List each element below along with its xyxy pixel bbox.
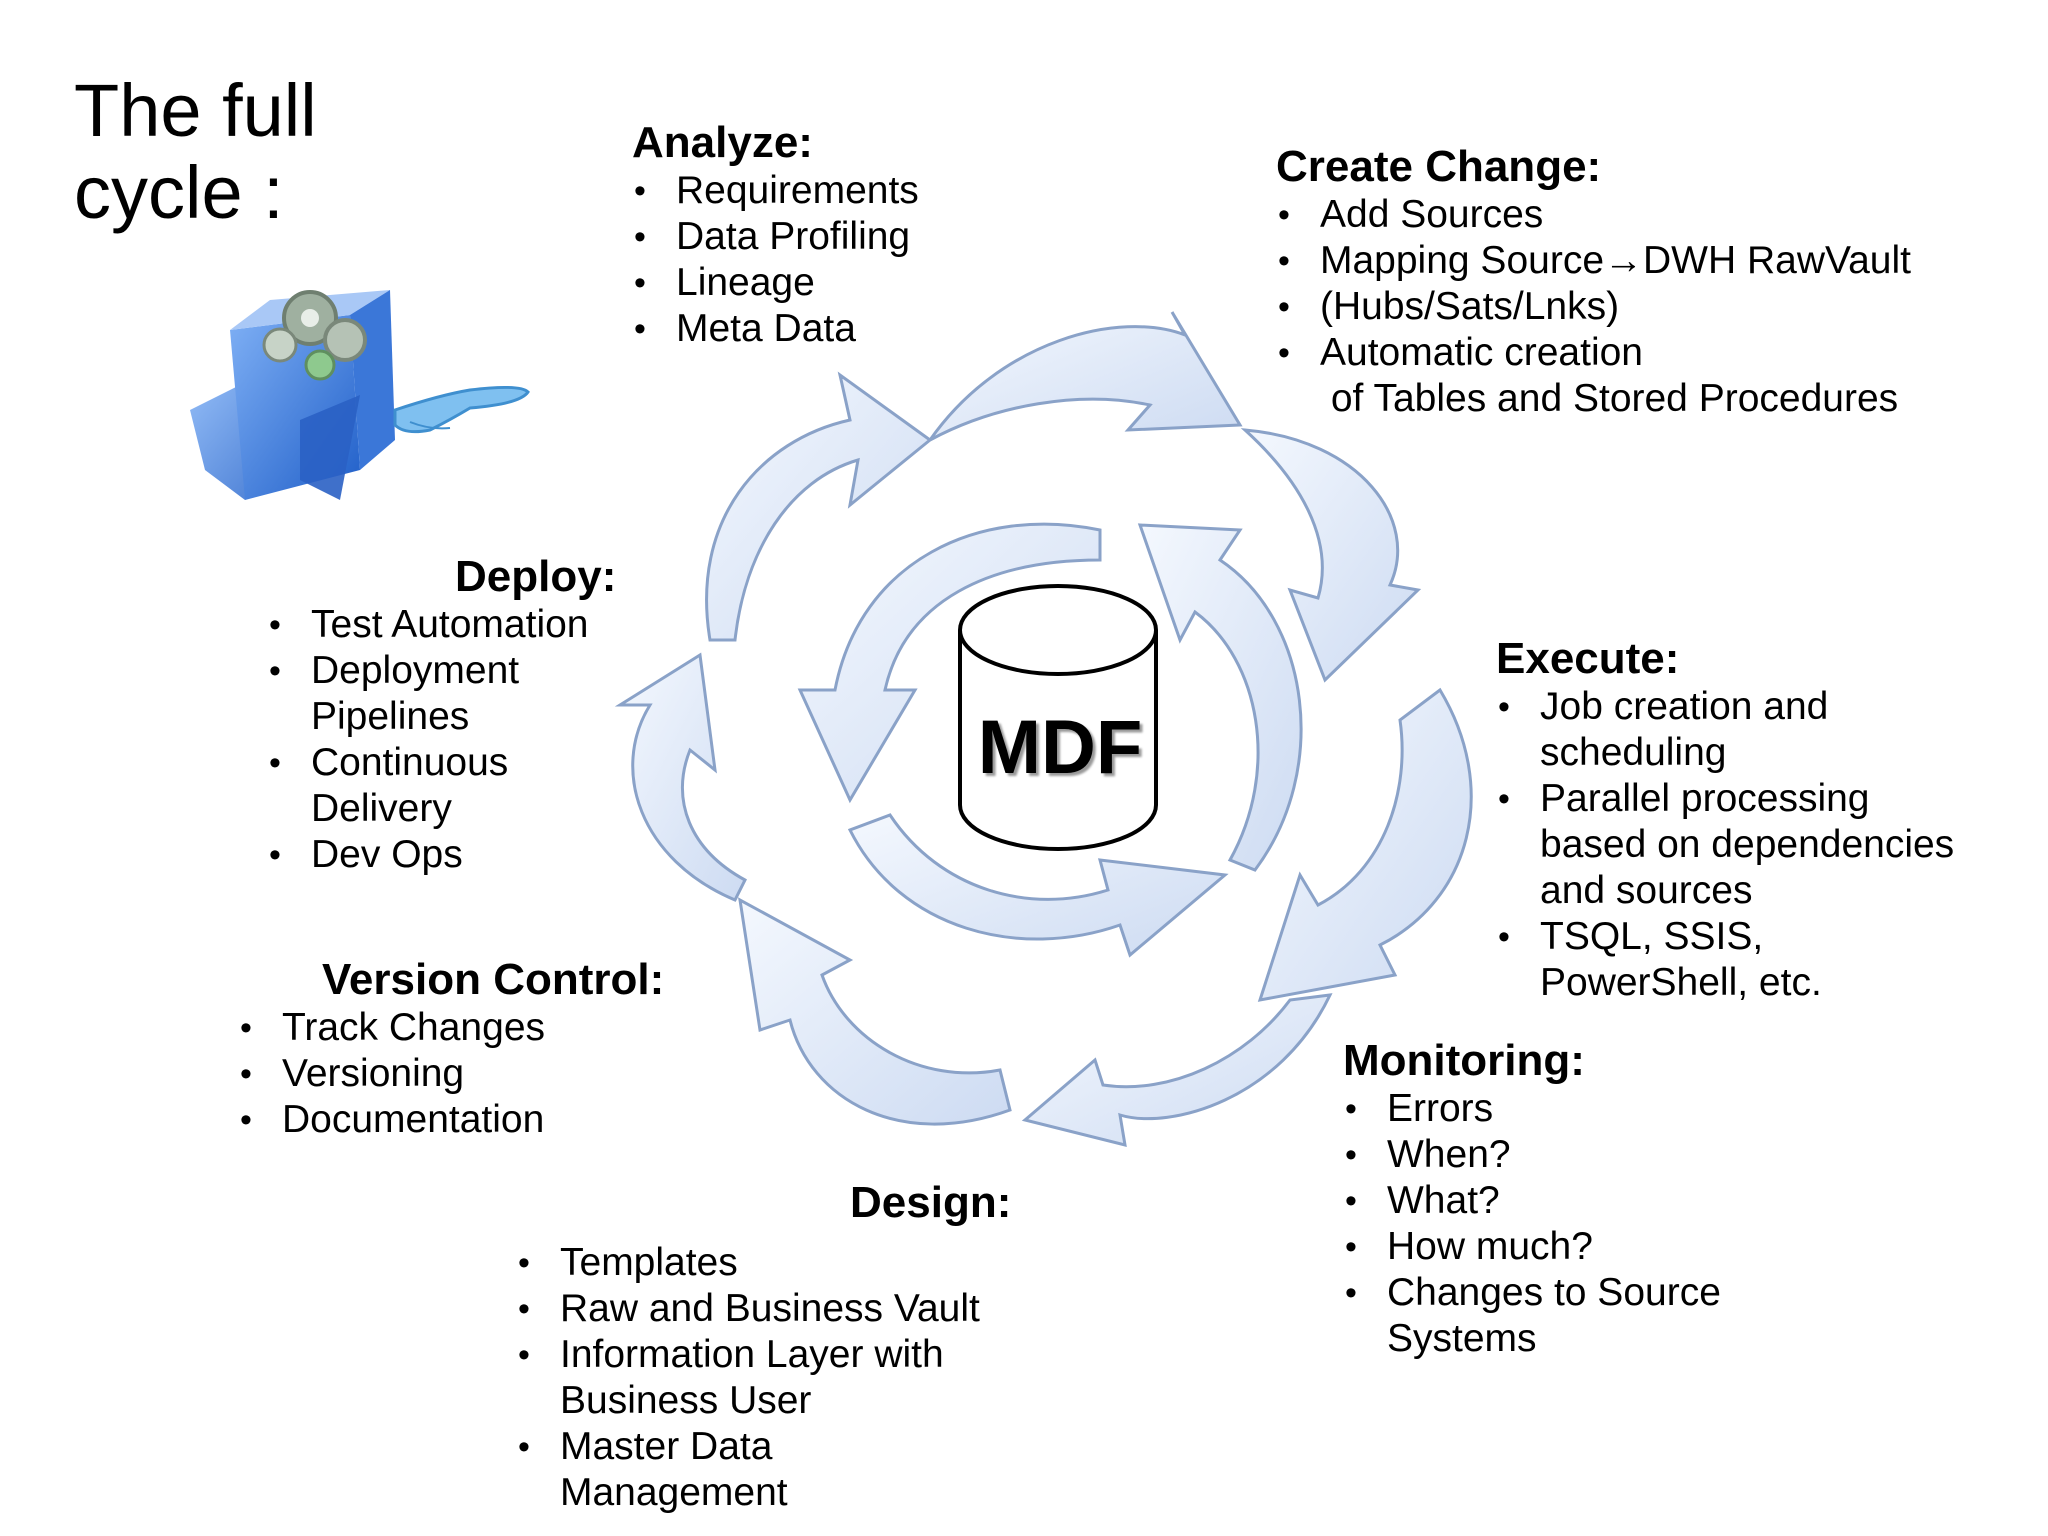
list-item: Lineage	[632, 260, 919, 306]
list-item: Versioning	[238, 1051, 664, 1097]
inner-arrow-left	[797, 522, 1102, 804]
list-item: TSQL, SSIS, PowerShell, etc.	[1496, 914, 1954, 1006]
list-item: Test Automation	[267, 602, 616, 648]
section-version-control: Version Control: Track Changes Versionin…	[238, 955, 664, 1143]
section-deploy: Deploy: Test Automation Deployment Pipel…	[267, 552, 616, 878]
page-title: The full cycle :	[74, 69, 317, 234]
cycle-arrow-top-left	[705, 371, 933, 642]
list-item: (Hubs/Sats/Lnks)	[1276, 284, 1911, 330]
list-item: Meta Data	[632, 306, 919, 352]
inner-cycle	[797, 522, 1303, 958]
cycle-arrow-top	[928, 311, 1243, 442]
center-label: MDF	[977, 705, 1143, 790]
section-monitoring: Monitoring: Errors When? What? How much?…	[1343, 1036, 1721, 1362]
list-item: Documentation	[238, 1097, 664, 1143]
gears-cube-logo	[190, 290, 530, 500]
section-heading: Design:	[850, 1178, 1012, 1227]
list-item: Mapping Source→DWH RawVault	[1276, 238, 1911, 284]
section-design: Design: Templates Raw and Business Vault…	[516, 1178, 1011, 1516]
list-item: Raw and Business Vault	[516, 1286, 1011, 1332]
list-item-continuation: of Tables and Stored Procedures	[1320, 377, 1899, 420]
section-heading: Version Control:	[322, 955, 665, 1004]
list-item: What?	[1343, 1178, 1721, 1224]
list-item: Parallel processing based on dependencie…	[1496, 776, 1954, 914]
list-item: Templates	[516, 1240, 1011, 1286]
list-item: Errors	[1343, 1086, 1721, 1132]
cycle-arrow-right-bottom	[1257, 687, 1473, 1002]
outer-cycle	[614, 311, 1473, 1148]
bullet-list: Requirements Data Profiling Lineage Meta…	[632, 168, 919, 352]
list-item: Requirements	[632, 168, 919, 214]
bullet-list: Add Sources Mapping Source→DWH RawVault …	[1276, 192, 1911, 422]
bullet-list: Job creation and scheduling Parallel pro…	[1496, 684, 1954, 1006]
cycle-arrow-bottom-right	[1021, 993, 1333, 1148]
cycle-arrow-bottom-left	[738, 897, 1012, 1126]
cycle-arrow-right-top	[1240, 428, 1422, 683]
list-item: Job creation and scheduling	[1496, 684, 1954, 776]
list-item: Changes to Source Systems	[1343, 1270, 1721, 1362]
section-analyze: Analyze: Requirements Data Profiling Lin…	[632, 118, 919, 352]
list-item: Dev Ops	[267, 832, 616, 878]
bullet-list: Track Changes Versioning Documentation	[238, 1005, 664, 1143]
bullet-list: Test Automation Deployment Pipelines Con…	[267, 602, 616, 878]
database-cylinder-icon	[958, 584, 1158, 851]
list-item: How much?	[1343, 1224, 1721, 1270]
section-heading: Analyze:	[632, 118, 813, 167]
section-heading: Create Change:	[1276, 142, 1602, 191]
section-heading: Execute:	[1496, 634, 1680, 683]
bullet-list: Templates Raw and Business Vault Informa…	[516, 1240, 1011, 1516]
section-heading: Deploy:	[455, 552, 617, 601]
bullet-list: Errors When? What? How much? Changes to …	[1343, 1086, 1721, 1362]
section-heading: Monitoring:	[1343, 1036, 1585, 1085]
list-item: Data Profiling	[632, 214, 919, 260]
list-item: Track Changes	[238, 1005, 664, 1051]
list-item: Add Sources	[1276, 192, 1911, 238]
inner-arrow-bottom	[847, 813, 1229, 958]
section-execute: Execute: Job creation and scheduling Par…	[1496, 634, 1954, 1006]
list-item: Information Layer with Business User	[516, 1332, 1011, 1424]
cycle-arrow-left	[614, 652, 747, 902]
list-item: Continuous Delivery	[267, 740, 616, 832]
list-item: Deployment Pipelines	[267, 648, 616, 740]
section-create-change: Create Change: Add Sources Mapping Sourc…	[1276, 142, 1911, 422]
list-item: When?	[1343, 1132, 1721, 1178]
list-item: Master Data Management	[516, 1424, 1011, 1516]
inner-arrow-right	[1137, 523, 1303, 872]
list-item: Automatic creation	[1276, 330, 1911, 376]
